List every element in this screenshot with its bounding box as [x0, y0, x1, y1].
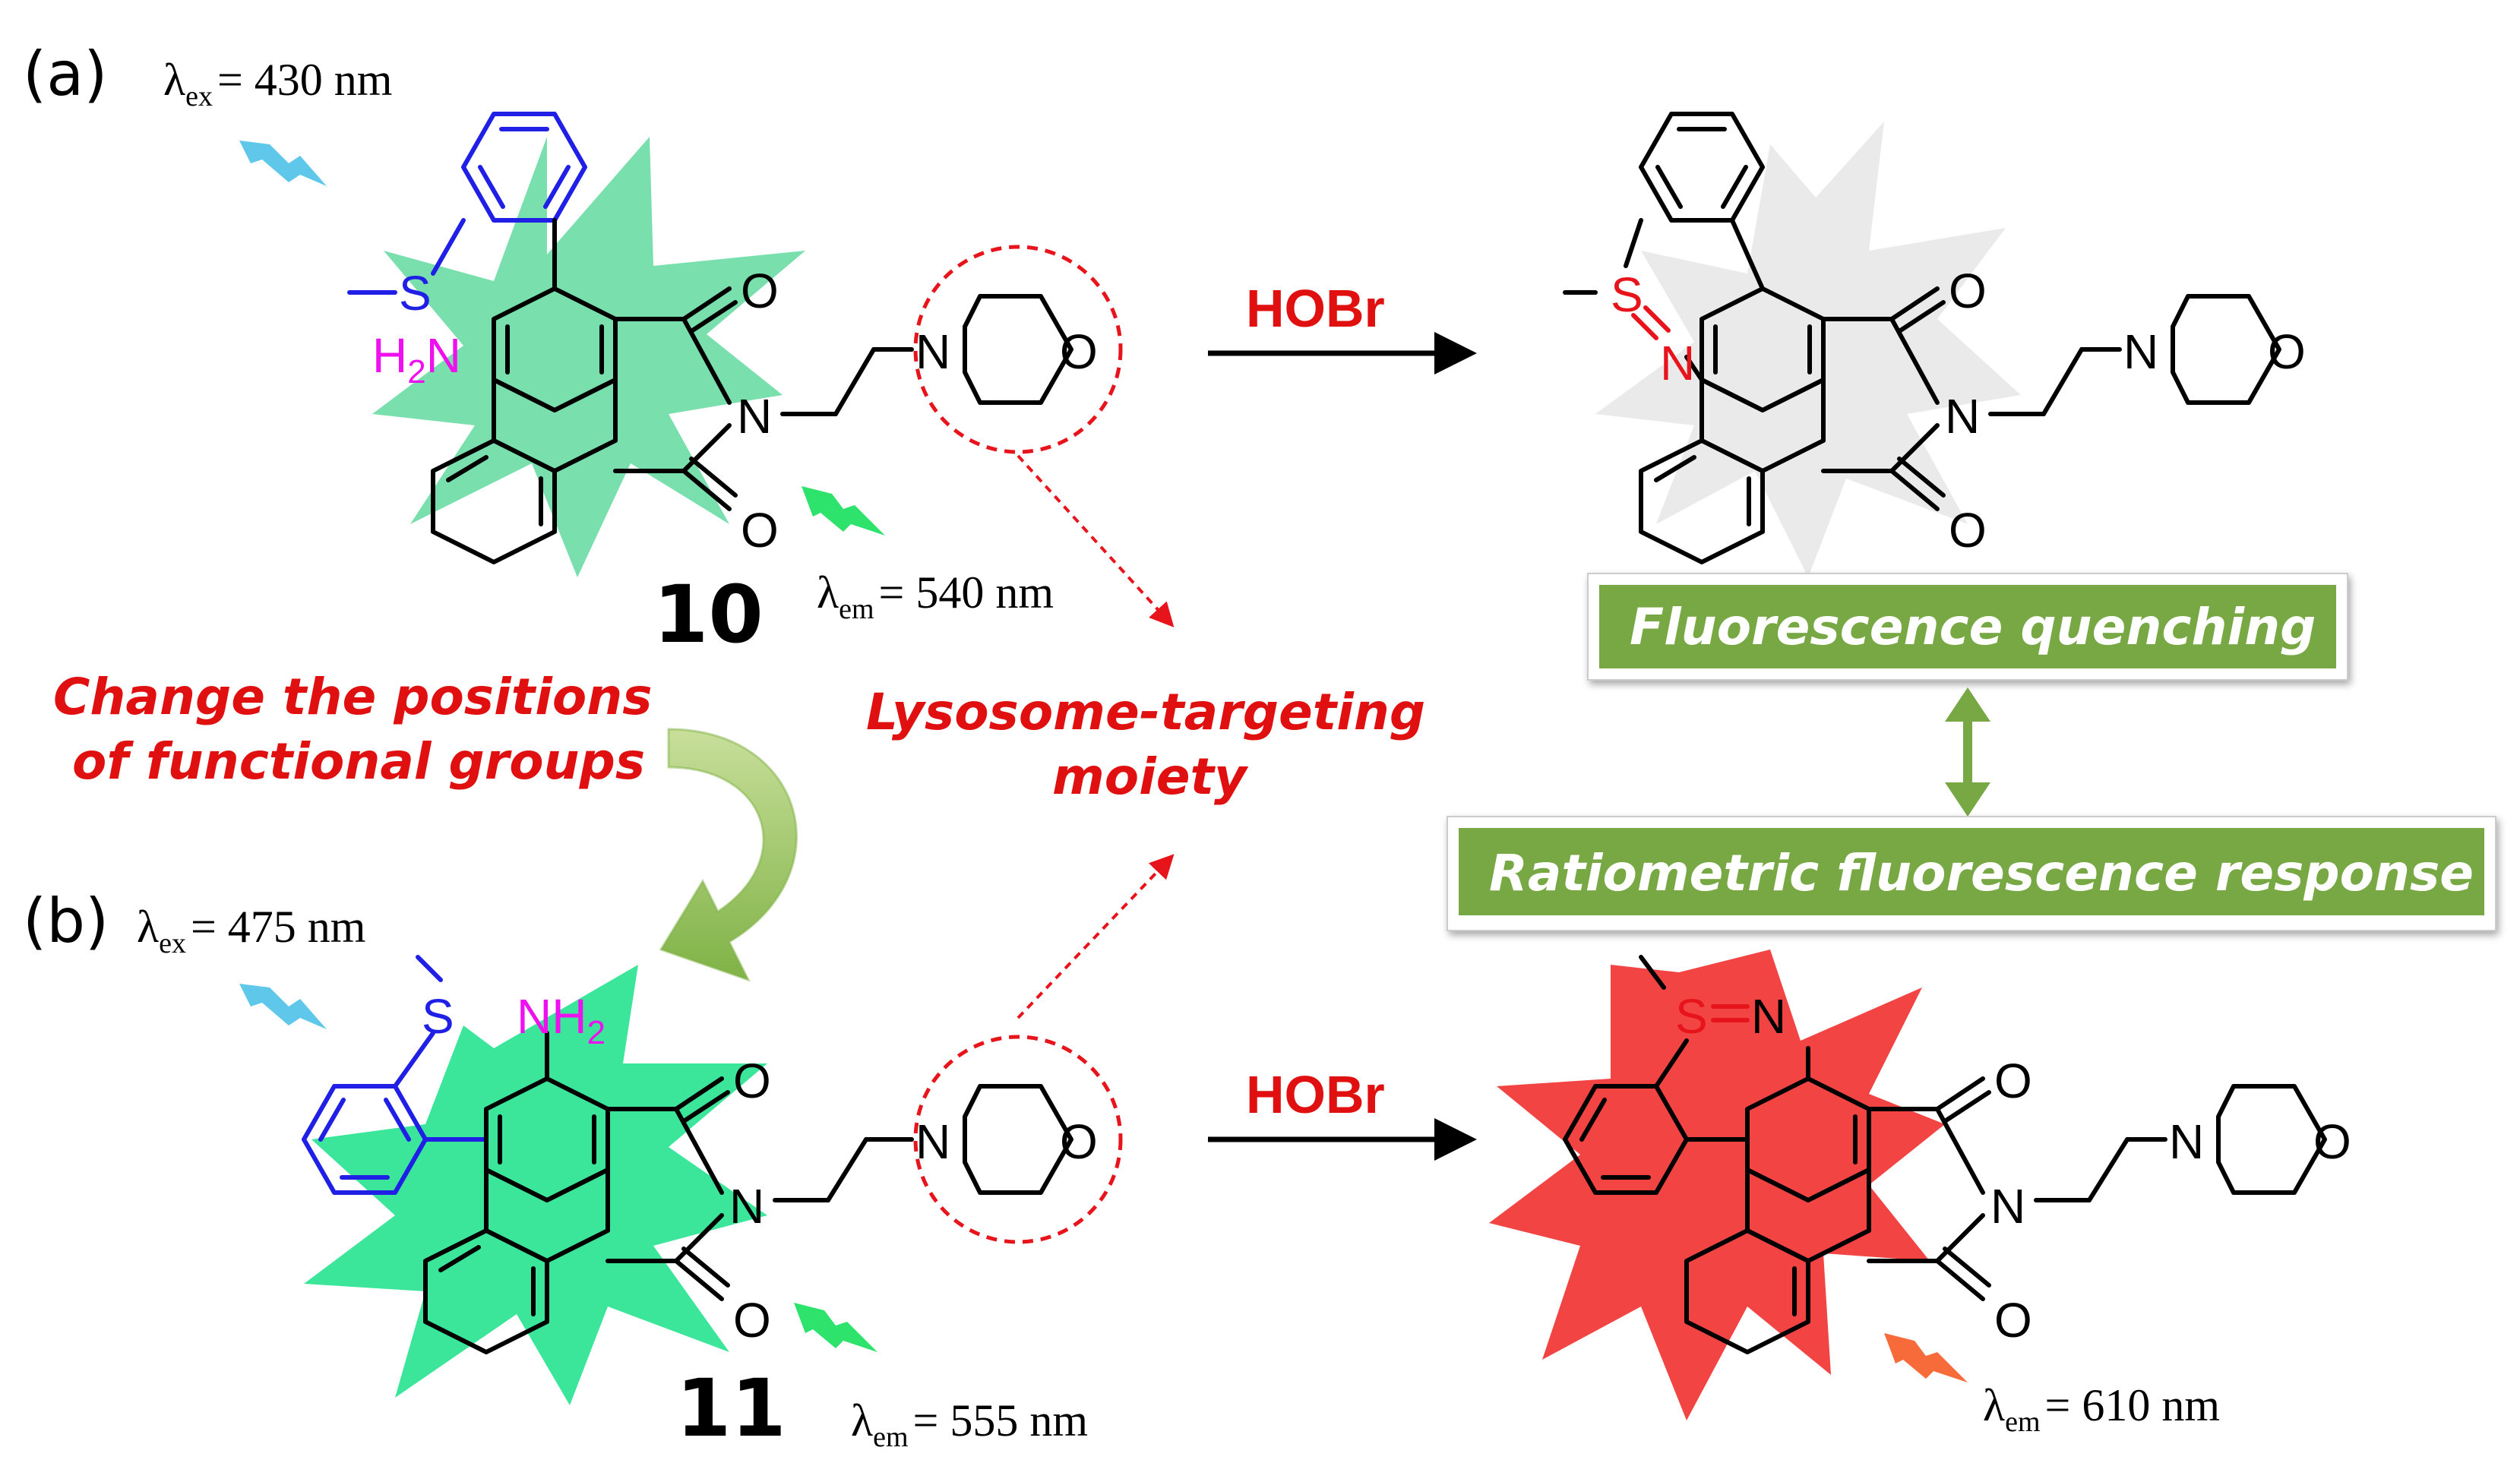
green-emission-star-11 [304, 965, 767, 1405]
structure-compound-11 [302, 955, 1123, 1354]
lightning-emission-icon-p11 [1884, 1333, 1968, 1382]
lightning-emission-icon-10 [802, 486, 885, 536]
ratiometric-box-text: Ratiometric fluorescence response [1489, 844, 2474, 902]
lambda-em-label-11: λem= 555 nm [851, 1395, 1088, 1453]
lambda-ex-label-10: λex= 430 nm [163, 55, 392, 112]
curved-transform-arrow [659, 728, 798, 982]
quenching-box [1599, 585, 2336, 668]
lysosome-pointer-arrow-top [1017, 454, 1175, 627]
compound-number-10: 10 [653, 568, 764, 661]
atom-O-p10a: O [1949, 264, 1987, 318]
atom-N-imide-p10: N [1945, 389, 1980, 444]
atom-O-11b: O [733, 1293, 771, 1348]
green-emission-star-10 [372, 137, 805, 577]
red-emission-star [1489, 950, 1945, 1420]
atom-O-morph-p11: O [2313, 1114, 2351, 1169]
panel-label-a: (a) [23, 39, 107, 109]
atom-S-p11: S [1675, 989, 1708, 1044]
reagent-label-b: HOBr [1246, 1065, 1385, 1124]
atom-N-morph-p11: N [2169, 1114, 2204, 1169]
lightning-emission-icon-11 [794, 1303, 877, 1352]
structure-compound-10 [347, 112, 1123, 564]
lysosome-targeting-label: Lysosome-targeting [866, 683, 1425, 741]
atom-O-p11a: O [1994, 1054, 2032, 1108]
atom-N-morph-p10: N [2123, 324, 2158, 379]
reagent-label-a: HOBr [1246, 279, 1385, 338]
atom-N-imide-10: N [737, 389, 772, 444]
lambda-ex-label-11: λex= 475 nm [137, 902, 365, 959]
lightning-excitation-icon-10 [239, 141, 327, 186]
atom-S-p10: S [1611, 267, 1643, 322]
amine-group-10: H2N [372, 328, 461, 390]
atom-O-10a: O [741, 264, 779, 318]
atom-N-p11: N [1751, 989, 1786, 1044]
functional-groups-label: of functional groups [72, 732, 645, 791]
atom-O-morph-11: O [1060, 1114, 1098, 1169]
atom-N-p10: N [1660, 336, 1695, 390]
panel-label-b: (b) [23, 886, 109, 956]
lambda-em-label-p11: λem= 610 nm [1983, 1380, 2220, 1438]
atom-O-morph-p10: O [2268, 324, 2306, 379]
atom-S-10: S [399, 266, 432, 321]
structure-product-11 [1563, 955, 2327, 1354]
moiety-label: moiety [1052, 747, 1249, 806]
ratiometric-box [1459, 828, 2484, 915]
atom-N-imide-p11: N [1990, 1179, 2025, 1234]
atom-O-11a: O [733, 1054, 771, 1108]
lambda-em-label-10: λem= 540 nm [817, 567, 1054, 625]
quenching-box-text: Fluorescence quenching [1630, 598, 2316, 656]
atom-N-morph-10: N [915, 324, 950, 379]
atom-O-10b: O [741, 503, 779, 558]
change-positions-label: Change the positions [53, 668, 653, 726]
atom-S-11: S [422, 989, 454, 1044]
atom-O-p11b: O [1994, 1293, 2032, 1348]
atom-O-p10b: O [1949, 503, 1987, 558]
atom-N-morph-11: N [915, 1114, 950, 1169]
bidirectional-arrow [1945, 687, 1990, 817]
atom-O-morph-10: O [1060, 324, 1098, 379]
lightning-excitation-icon-11 [239, 984, 327, 1029]
structure-product-10 [1563, 112, 2281, 564]
compound-number-11: 11 [676, 1362, 786, 1455]
amine-group-11: NH2 [517, 989, 605, 1051]
lysosome-pointer-arrow-bottom [1017, 854, 1175, 1019]
atom-N-imide-11: N [729, 1179, 764, 1234]
